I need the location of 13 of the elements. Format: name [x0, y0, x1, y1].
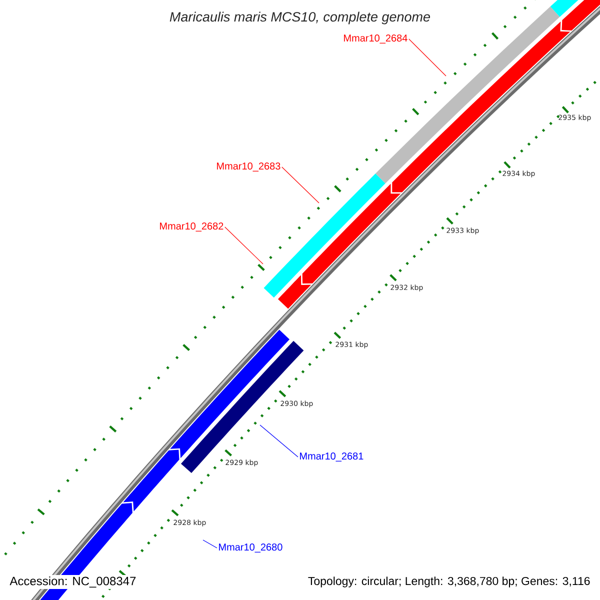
leader-line — [224, 226, 264, 264]
gene-label: Mmar10_2681 — [300, 452, 364, 462]
title: Maricaulis maris MCS10, complete genome — [170, 12, 430, 24]
leader-line — [260, 424, 298, 458]
leader-line — [282, 166, 320, 204]
gene-label: Mmar10_2684 — [344, 34, 408, 44]
footer-text: Topology: circular; Length: 3,368,780 bp; Genes: 3,116 — [306, 575, 592, 589]
leader-line — [408, 38, 446, 76]
footer-text: Accession: NC_008347 — [8, 574, 138, 590]
leader-line — [202, 540, 218, 548]
gene-label: Mmar10_2680 — [219, 544, 282, 552]
gene-label: Mmar10_2683 — [217, 162, 280, 172]
gene-label: Mmar10_2682 — [160, 222, 224, 232]
